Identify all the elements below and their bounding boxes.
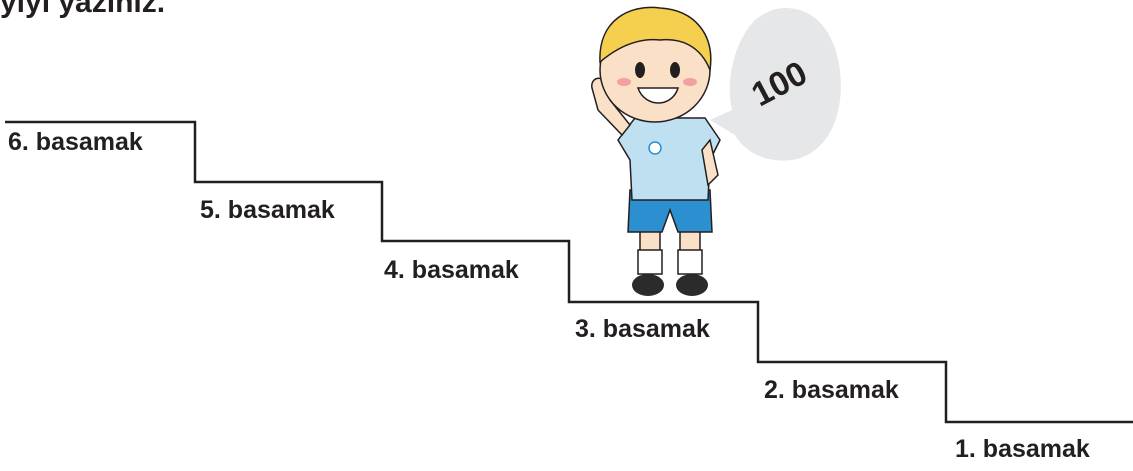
instruction-heading: yıyı yazınız. [0,0,166,19]
step-label-1: 1. basamak [955,435,1090,463]
step-label-5: 5. basamak [200,196,335,224]
step-label-6: 6. basamak [8,128,143,156]
boy-legs [632,224,708,296]
boy-shirt [617,117,721,201]
shirt-badge-icon [648,141,662,155]
staircase-outline [5,120,1133,424]
step-label-3: 3. basamak [575,315,710,343]
boy-arm [701,138,719,187]
step-label-2: 2. basamak [764,376,899,404]
step-label-4: 4. basamak [384,256,519,284]
speech-bubble: 100 [710,8,841,161]
boy-illustration: 100 [591,6,841,296]
boy-head [599,6,712,123]
